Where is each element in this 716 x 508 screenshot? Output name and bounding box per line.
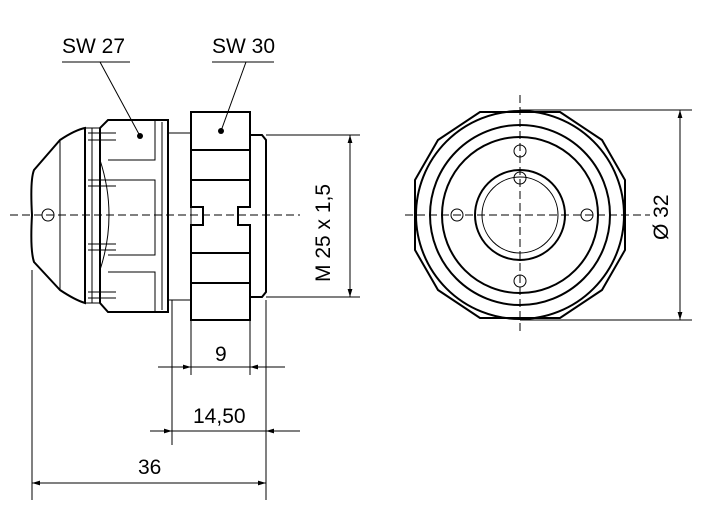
dim-14-50-label: 14,50 — [193, 405, 246, 428]
hole-icon — [513, 171, 527, 185]
sw30-label: SW 30 — [212, 35, 275, 58]
sw27-label: SW 27 — [62, 35, 125, 58]
hole-icon — [513, 274, 527, 288]
side-view — [10, 111, 300, 321]
thread — [250, 134, 267, 298]
sw30-nut — [190, 111, 251, 321]
neck — [167, 132, 192, 301]
outer-ring — [415, 110, 625, 320]
front-view — [405, 95, 650, 335]
diameter-dimension: Ø 32 — [520, 109, 692, 321]
dome-cap — [30, 126, 86, 305]
hex-outline — [414, 111, 626, 319]
hole-icon — [450, 208, 464, 222]
thread-label: M 25 x 1,5 — [312, 184, 335, 282]
diameter-label: Ø 32 — [650, 194, 673, 240]
thread-dimension: M 25 x 1,5 — [266, 134, 360, 298]
hole-icon — [41, 208, 55, 222]
hole-icon — [580, 208, 594, 222]
dim-9-label: 9 — [215, 343, 227, 366]
bore — [474, 169, 566, 261]
leader-sw30: SW 30 — [212, 35, 275, 132]
sw27-nut — [99, 119, 169, 313]
hole-icon — [513, 144, 527, 158]
leader-sw27: SW 27 — [62, 35, 141, 137]
dim-36-label: 36 — [138, 456, 161, 479]
horizontal-dimensions: 9 14,50 36 — [31, 270, 300, 500]
